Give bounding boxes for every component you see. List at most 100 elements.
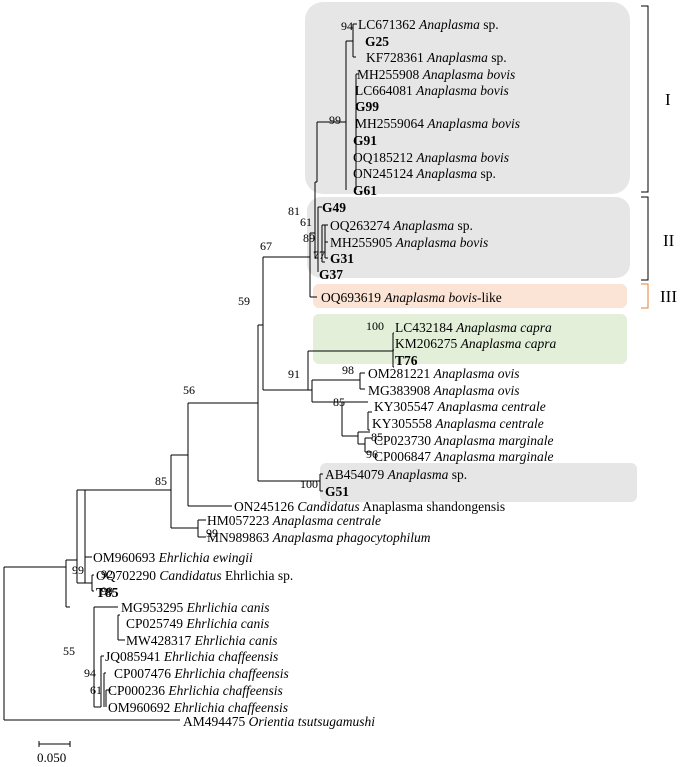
- accession-number: KM206275: [395, 336, 461, 351]
- bootstrap-value: 100: [366, 319, 384, 333]
- taxon-label: OM281221 Anaplasma ovis: [368, 366, 520, 381]
- accession-number: JQ085941: [105, 649, 164, 664]
- species-name: Ehrlichia chaffeensis: [163, 649, 278, 664]
- clade-III-label: III: [660, 287, 677, 306]
- species-name: Anaplasma ovis: [433, 366, 520, 381]
- accession-number: KF728361: [366, 50, 427, 65]
- clade-I-box: [305, 2, 630, 194]
- species-name: Anaplasma: [392, 218, 454, 233]
- clade-II-box: [307, 197, 630, 278]
- accession-number: AB454079: [325, 467, 388, 482]
- taxon-label: LC432184 Anaplasma capra: [395, 320, 552, 335]
- species-suffix: sp.: [477, 166, 496, 181]
- accession-number: KY305558: [372, 416, 435, 431]
- bootstrap-value: 67: [260, 239, 272, 253]
- taxon-label: OQ263274 Anaplasma sp.: [330, 218, 473, 233]
- accession-number: CP000236: [108, 683, 168, 698]
- bootstrap-value: 99: [101, 584, 113, 598]
- bootstrap-value: 77: [313, 248, 325, 262]
- taxon-label: T76: [395, 353, 418, 368]
- bootstrap-value: 56: [183, 383, 195, 397]
- bootstrap-value: 89: [303, 231, 315, 245]
- taxon-label: JQ085941 Ehrlichia chaffeensis: [105, 649, 278, 664]
- species-suffix: sp.: [454, 218, 473, 233]
- taxon-label: CP023730 Anaplasma marginale: [374, 433, 554, 448]
- clade-I-label: I: [665, 90, 671, 109]
- species-name: Candidatus: [159, 568, 221, 583]
- taxon-label: KY305547 Anaplasma centrale: [374, 399, 546, 414]
- accession-number: LC664081: [355, 83, 416, 98]
- taxon-label: KY305558 Anaplasma centrale: [372, 416, 544, 431]
- taxon-label: G37: [319, 267, 343, 282]
- bootstrap-value: 91: [288, 367, 300, 381]
- taxon-label: CP025749 Ehrlichia canis: [126, 616, 269, 631]
- taxon-label: OQ702290 Candidatus Ehrlichia sp.: [96, 568, 293, 583]
- bootstrap-value: 85: [155, 474, 167, 488]
- accession-number: MG953295: [121, 600, 187, 615]
- clade-I-bracket: [641, 5, 649, 193]
- species-name: Anaplasma: [387, 467, 449, 482]
- bootstrap-values: 9499816189776759100989185859656100859999…: [63, 19, 384, 697]
- clade-highlights: [305, 2, 637, 502]
- clade-III-box: [313, 284, 627, 308]
- scale-bar: 0.050: [37, 741, 71, 765]
- species-name: Anaplasma capra: [460, 336, 557, 351]
- taxon-label: CP007476 Ehrlichia chaffeensis: [114, 666, 289, 681]
- species-name: Candidatus: [297, 499, 359, 514]
- taxon-label: G51: [325, 484, 349, 499]
- bootstrap-value: 61: [300, 215, 312, 229]
- accession-number: MH255908: [357, 67, 423, 82]
- accession-number: OM960692: [108, 700, 174, 715]
- species-name: Ehrlichia ewingii: [158, 550, 253, 565]
- accession-number: LC671362: [358, 17, 419, 32]
- bootstrap-value: 99: [329, 113, 341, 127]
- accession-number: ON245124: [353, 166, 416, 181]
- species-name: Anaplasma marginale: [433, 449, 553, 464]
- species-name: Anaplasma bovis: [426, 116, 520, 131]
- scale-bar-label: 0.050: [37, 750, 66, 765]
- species-name: Ehrlichia canis: [185, 616, 269, 631]
- taxon-label: AM494475 Orientia tsutsugamushi: [183, 714, 375, 729]
- taxon-label: G31: [330, 251, 354, 266]
- species-name: Ehrlichia chaffeensis: [173, 700, 288, 715]
- taxon-label: MH255905 Anaplasma bovis: [330, 235, 488, 250]
- species-name: Orientia tsutsugamushi: [249, 714, 376, 729]
- accession-number: MW428317: [126, 633, 195, 648]
- taxon-label: LC664081 Anaplasma bovis: [355, 83, 509, 98]
- taxon-label: MN989863 Anaplasma phagocytophilum: [207, 530, 431, 545]
- taxon-label: MW428317 Ehrlichia canis: [126, 633, 278, 648]
- scale-bar-line: [38, 741, 71, 747]
- accession-number: MG383908: [368, 383, 434, 398]
- accession-number: OQ693619: [321, 290, 384, 305]
- taxon-label: MG383908 Anaplasma ovis: [368, 383, 520, 398]
- species-suffix: sp.: [448, 467, 467, 482]
- bootstrap-value: 55: [63, 644, 75, 658]
- taxon-label: CP006847 Anaplasma marginale: [374, 449, 554, 464]
- species-name: Anaplasma: [418, 17, 480, 32]
- accession-number: OQ702290: [96, 568, 159, 583]
- accession-number: OM281221: [368, 366, 434, 381]
- accession-number: LC432184: [395, 320, 456, 335]
- taxon-label: G61: [353, 183, 377, 198]
- accession-number: OQ185212: [353, 150, 416, 165]
- clade-brackets: I II III: [641, 5, 677, 309]
- species-name: Anaplasma bovis: [383, 290, 477, 305]
- clade-III-bracket: [641, 283, 649, 309]
- bootstrap-value: 99: [72, 563, 84, 577]
- bootstrap-value: 85: [333, 395, 345, 409]
- accession-number: CP006847: [374, 449, 434, 464]
- species-name: Anaplasma bovis: [422, 67, 516, 82]
- bootstrap-value: 61: [90, 683, 102, 697]
- species-name: Anaplasma bovis: [415, 83, 509, 98]
- clade-II-bracket: [641, 196, 649, 281]
- bootstrap-value: 99: [206, 526, 218, 540]
- bootstrap-value: 98: [342, 363, 354, 377]
- species-name: Ehrlichia chaffeensis: [167, 683, 282, 698]
- taxon-label: ON245124 Anaplasma sp.: [353, 166, 496, 181]
- bootstrap-value: 85: [371, 430, 383, 444]
- bootstrap-value: 96: [366, 447, 378, 461]
- species-name: Ehrlichia canis: [194, 633, 278, 648]
- species-name: Anaplasma bovis: [395, 235, 489, 250]
- accession-number: KY305547: [374, 399, 437, 414]
